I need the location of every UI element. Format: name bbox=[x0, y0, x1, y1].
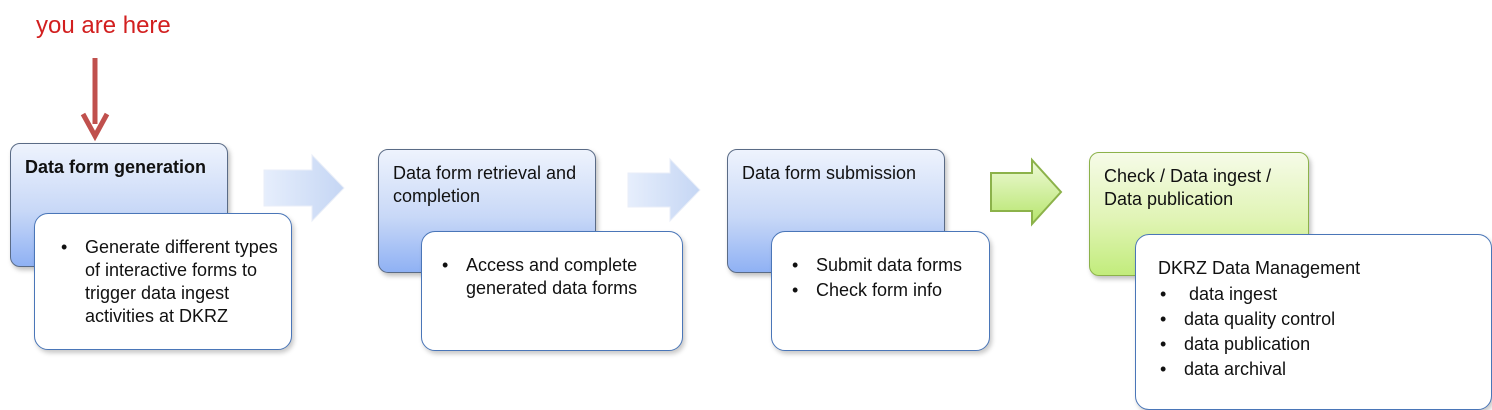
flow-arrow-3 bbox=[990, 157, 1063, 227]
flow-arrow-2 bbox=[627, 157, 701, 223]
flow-arrow-1 bbox=[263, 153, 345, 223]
stage-details-submission: Submit data forms Check form info bbox=[771, 231, 990, 351]
stage-details-retrieval: Access and complete generated data forms bbox=[421, 231, 683, 351]
detail-item: data archival bbox=[1158, 358, 1479, 381]
detail-item: data ingest bbox=[1158, 283, 1479, 306]
stage-details-generation: Generate different types of interactive … bbox=[34, 213, 292, 350]
detail-item: data quality control bbox=[1158, 308, 1479, 331]
you-are-here-label: you are here bbox=[36, 12, 171, 39]
stage-title: Data form generation bbox=[25, 157, 207, 177]
details-heading: DKRZ Data Management bbox=[1158, 258, 1361, 278]
detail-item: Check form info bbox=[790, 279, 979, 302]
stage-details-data-management: DKRZ Data Management data ingest data qu… bbox=[1135, 234, 1492, 410]
stage-title: Check / Data ingest / Data publication bbox=[1104, 166, 1272, 209]
you-are-here-arrow-icon bbox=[80, 58, 110, 142]
detail-item: Submit data forms bbox=[790, 254, 979, 277]
stage-title: Data form retrieval and completion bbox=[393, 163, 577, 206]
stage-title: Data form submission bbox=[742, 163, 917, 183]
detail-item: Access and complete generated data forms bbox=[440, 254, 670, 300]
detail-item: Generate different types of interactive … bbox=[59, 236, 279, 328]
detail-item: data publication bbox=[1158, 333, 1479, 356]
